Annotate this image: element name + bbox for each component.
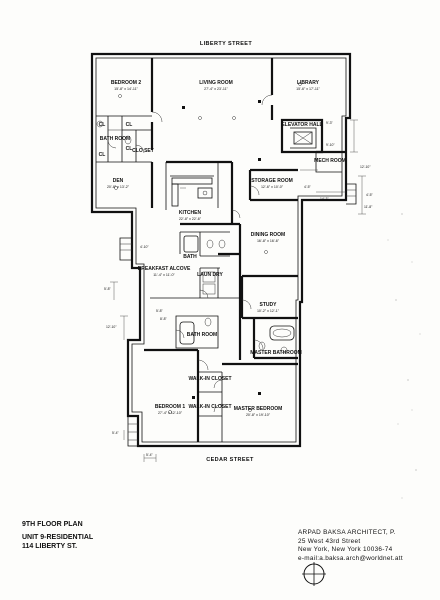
dimension-lines: [110, 119, 366, 462]
dim-bath-mid: 8'-8": [160, 317, 168, 321]
bath-top-label: BATH: [183, 254, 197, 260]
scan-noise: [387, 213, 421, 499]
title-unit: UNIT 9-RESIDENTIAL: [22, 534, 94, 541]
elevator-hall-label: ELEVATOR HALL: [281, 122, 322, 128]
dim-east-stair: 4'-5": [366, 193, 374, 197]
dim-elevator-depth: 9'-10": [326, 143, 335, 147]
dim-east-lower: 11'-8": [364, 205, 373, 209]
kitchen-label: KITCHEN: [179, 210, 202, 216]
walkin-1-label: WALK-IN CLOSET: [188, 376, 231, 382]
dining-label: DINING ROOM: [251, 232, 285, 238]
kitchen-dim: 22'-8" x 22'-6": [179, 217, 202, 221]
breakfast-label: BREAKFAST ALCOVE: [138, 266, 191, 272]
north-arrow-icon: [302, 562, 326, 586]
laundry-label: LAUN DRY: [197, 272, 223, 278]
dim-corridor: 5'-8": [156, 309, 164, 313]
den-dim: 20'-8" x 13'-2": [107, 185, 130, 189]
closet-cl3-label: CL: [99, 152, 106, 158]
storage-dim: 12'-6" x 10'-0": [261, 185, 284, 189]
closet-cl4-label: CL: [126, 146, 133, 152]
dim-storage-side: 4'-5": [304, 185, 312, 189]
exterior-wall-inner: [95, 57, 347, 443]
closet-label: CLO SET: [132, 148, 154, 154]
living-room-label: LIVING ROOM: [199, 80, 233, 86]
architect-address1: 25 West 43rd Street: [298, 537, 361, 545]
architect-email: e-mail:a.baksa.arch@worldnet.att: [298, 554, 403, 562]
breakfast-dim: 11'-4" x 11'-0": [153, 273, 175, 277]
closet-cl2-label: CL: [126, 122, 133, 128]
street-label-south: CEDAR STREET: [206, 457, 254, 463]
bedroom1-dim: 27'-4" x 12'-10": [158, 411, 183, 415]
living-room-dim: 27'-4" x 23'-11": [204, 87, 229, 91]
dim-east-upper: 12'-10": [360, 165, 371, 169]
mech-room-label: MECH ROOM: [314, 158, 346, 164]
study-dim: 10'-2" x 12'-1": [257, 309, 280, 313]
architect-address2: New York, New York 10036-74: [298, 546, 393, 554]
bedroom1-label: BEDROOM 1: [155, 404, 186, 410]
title-block: 9TH FLOOR PLAN: [22, 520, 83, 529]
room-labels: BEDROOM 2 15'-8" x 14'-11" LIVING ROOM 2…: [99, 80, 346, 417]
architect-block: ARPAD BAKSA ARCHITECT, P. 25 West 43rd S…: [298, 529, 403, 563]
street-label-north: LIBERTY STREET: [200, 41, 252, 47]
dining-dim: 16'-8" x 16'-6": [257, 239, 280, 243]
master-bedroom-label: MASTER BEDROOM: [234, 406, 283, 412]
dim-sw-stair: 5'-4": [112, 431, 120, 435]
bedroom2-dim: 15'-8" x 14'-11": [114, 87, 139, 91]
title-unit-block: UNIT 9-RESIDENTIAL 114 LIBERTY ST.: [22, 533, 93, 551]
closet-cl1-label: CL: [99, 122, 106, 128]
architect-name: ARPAD BAKSA ARCHITECT, P.: [298, 529, 396, 536]
dim-west-stair: 4'-10": [140, 245, 149, 249]
fixtures: [96, 82, 357, 447]
master-bedroom-dim: 20'-8" x 19'-10": [246, 413, 271, 417]
study-label: STUDY: [260, 302, 278, 308]
dimension-labels: 9'-3" 9'-10" 4'-5" 14'-3" 4'-5" 4'-10" 5…: [104, 121, 374, 457]
library-dim: 15'-6" x 17'-11": [296, 87, 321, 91]
storage-label: STORAGE ROOM: [251, 178, 293, 184]
bedroom2-label: BEDROOM 2: [111, 80, 142, 86]
dim-west-upper: 5'-8": [104, 287, 112, 291]
title-floor: 9TH FLOOR PLAN: [22, 521, 83, 528]
interior-walls: [96, 58, 346, 442]
master-bath-label: MASTER BATHROOM: [250, 350, 302, 356]
dim-south-step: 5'-4": [146, 453, 154, 457]
title-address: 114 LIBERTY ST.: [22, 543, 78, 550]
library-label: LIBRARY: [297, 80, 320, 86]
dim-west-mid: 12'-10": [106, 325, 117, 329]
dim-mech-width: 14'-3": [320, 197, 329, 201]
walkin-2-label: WALK-IN CLOSET: [188, 404, 231, 410]
bath-mid-label: BATH ROOM: [187, 332, 217, 338]
dim-elevator-width: 9'-3": [326, 121, 334, 125]
bath-nw-label: BATH ROOM: [100, 136, 130, 142]
den-label: DEN: [113, 178, 124, 184]
